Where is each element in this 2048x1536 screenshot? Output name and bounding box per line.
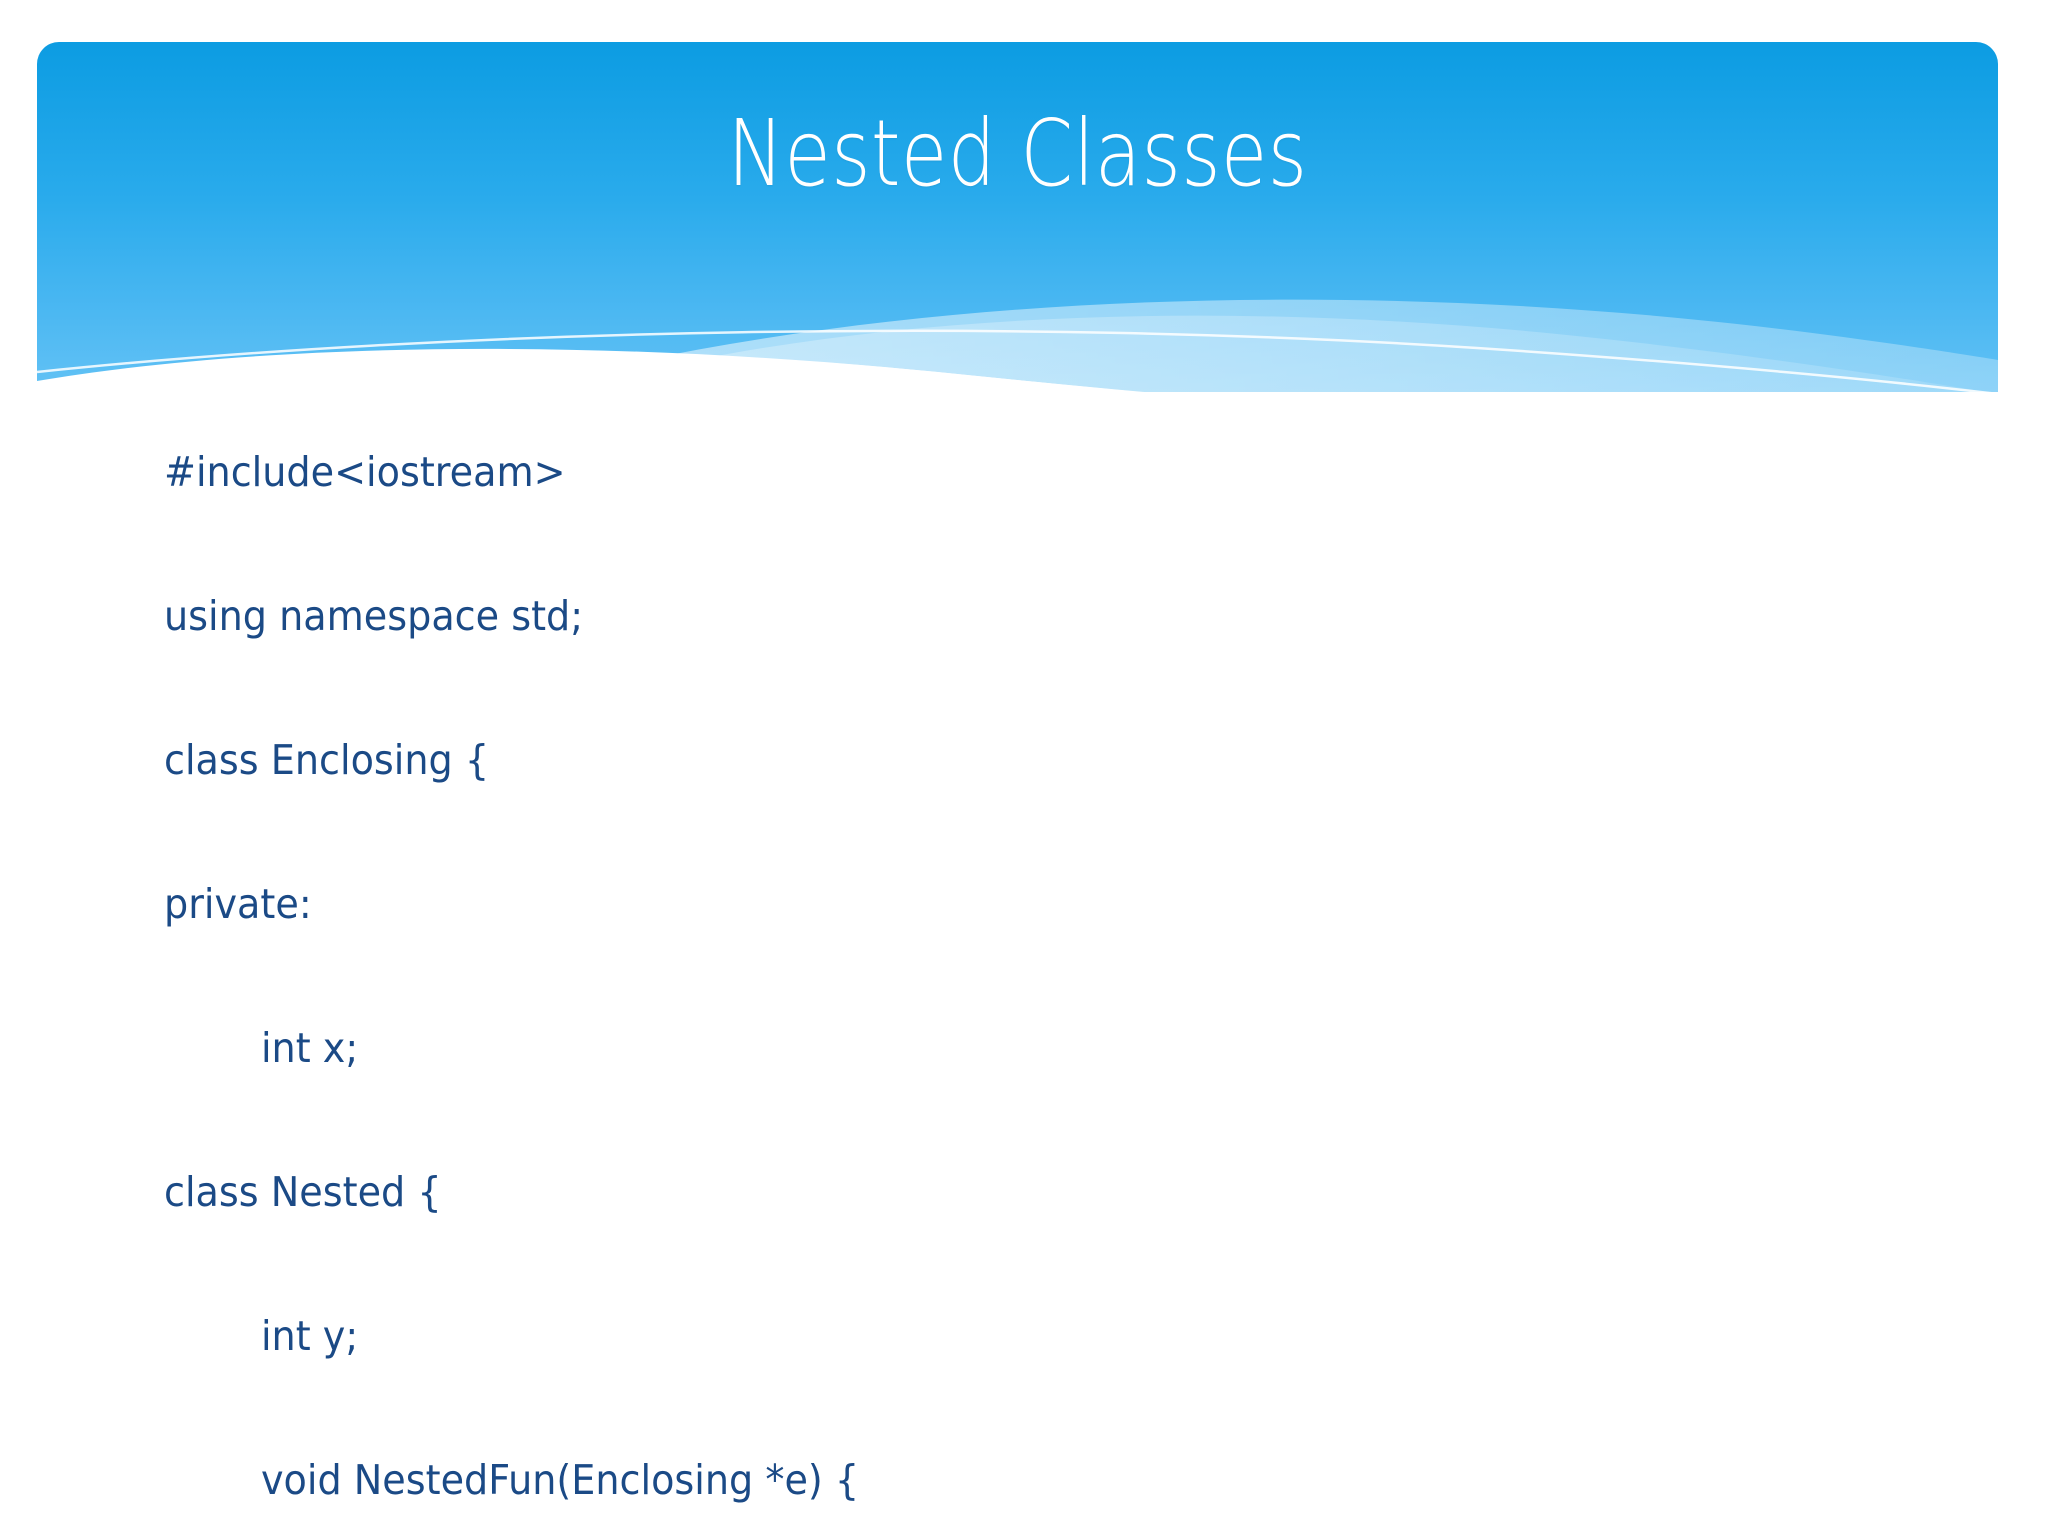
code-line: class Enclosing { xyxy=(164,736,490,784)
wave-white-fill-bottom xyxy=(37,350,1998,392)
page-title: Nested Classes xyxy=(727,100,1308,207)
code-line: class Nested { xyxy=(164,1168,442,1216)
code-block: #include<iostream> using namespace std; … xyxy=(164,352,1864,1536)
wave-thin-arc-line xyxy=(37,329,1992,392)
code-line: #include<iostream> xyxy=(164,448,566,496)
code-line: int x; xyxy=(164,1024,359,1072)
code-line: int y; xyxy=(164,1312,359,1360)
code-line: void NestedFun(Enclosing *e) { xyxy=(164,1456,860,1504)
code-line: using namespace std; xyxy=(164,592,584,640)
slide-header-banner xyxy=(37,42,1998,392)
header-wave-decoration xyxy=(37,299,1998,392)
code-line: private: xyxy=(164,880,312,928)
